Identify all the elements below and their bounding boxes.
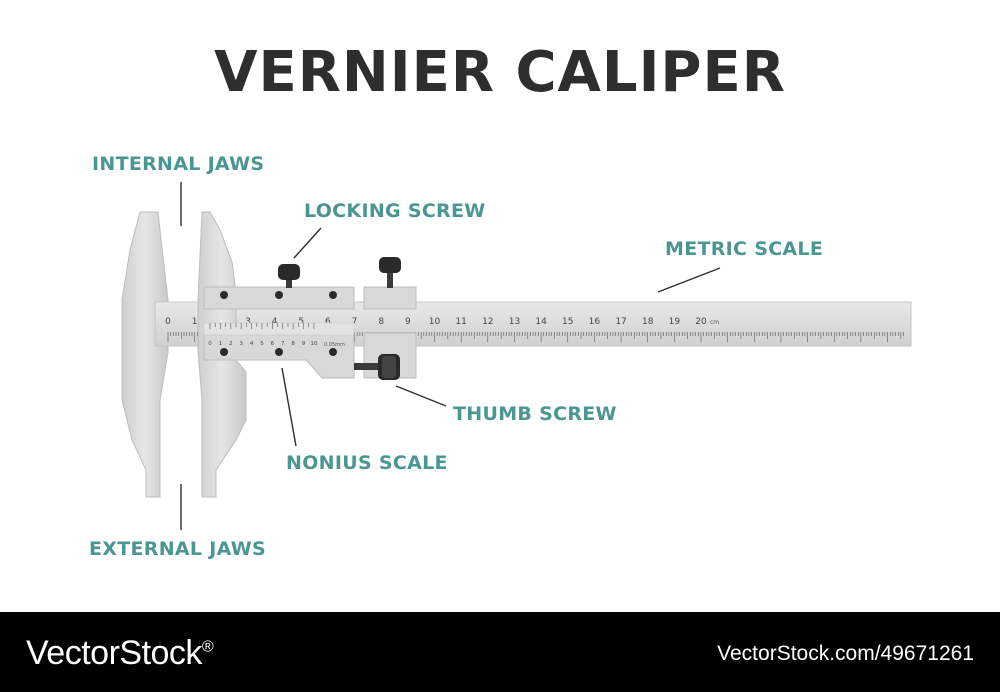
vernier-number: 3 (239, 341, 243, 347)
main-scale-number: 11 (455, 317, 466, 327)
label-thumb-screw: THUMB SCREW (453, 403, 617, 425)
vernier-number: 2 (229, 341, 233, 347)
label-external-jaws: EXTERNAL JAWS (89, 538, 266, 560)
vernier-number: 5 (260, 341, 264, 347)
main-scale-unit: cm (710, 319, 719, 326)
caliper-drawing: 01234567891011121314151617181920 cm 0123… (121, 182, 912, 530)
main-scale-number: 3 (245, 317, 251, 327)
main-scale-numbers: 01234567891011121314151617181920 (165, 317, 707, 327)
label-locking-screw: LOCKING SCREW (304, 200, 486, 222)
vernier-scale-ticks (209, 323, 315, 329)
main-scale-number: 8 (378, 317, 384, 327)
leader-lines (180, 182, 721, 530)
label-metric-scale: METRIC SCALE (665, 238, 824, 260)
vernier-number: 7 (281, 341, 285, 347)
main-scale-number: 0 (165, 317, 171, 327)
main-scale-number: 1 (192, 317, 198, 327)
vernier-number: 9 (302, 341, 306, 347)
main-scale-number: 10 (429, 317, 441, 327)
fine-adjust-block (363, 286, 417, 310)
vernier-number: 8 (291, 341, 295, 347)
label-nonius-scale: NONIUS SCALE (286, 452, 448, 474)
main-scale-number: 15 (562, 317, 573, 327)
main-scale-number: 19 (669, 317, 681, 327)
brand-name: VectorStock (26, 634, 202, 672)
vernier-precision: 0.05mm (324, 342, 345, 348)
image-id: VectorStock.com/49671261 (717, 642, 974, 665)
locking-screw[interactable] (278, 264, 300, 288)
brand-mark: ® (201, 638, 214, 656)
slider-rivets (220, 291, 337, 356)
main-scale-number: 6 (325, 317, 331, 327)
vernier-number: 0 (208, 341, 212, 347)
main-scale-number: 17 (615, 317, 626, 327)
main-scale-number: 4 (272, 317, 278, 327)
brand-logo: VectorStock® (26, 634, 214, 673)
thumb-screw[interactable] (354, 354, 400, 380)
diagram-stage: VERNIER CALIPER 012345678910111213141516… (89, 40, 912, 560)
main-scale-number: 7 (352, 317, 358, 327)
main-scale-number: 12 (482, 317, 493, 327)
fine-lock-screw[interactable] (379, 257, 401, 288)
fixed-jaw (121, 211, 169, 498)
vernier-number: 6 (271, 341, 275, 347)
main-scale-number: 5 (298, 317, 304, 327)
footer-bar: VectorStock® VectorStock.com/49671261 (0, 612, 1000, 692)
main-scale-number: 9 (405, 317, 411, 327)
main-scale-number: 18 (642, 317, 654, 327)
diagram-title: VERNIER CALIPER (214, 40, 786, 105)
vernier-number: 1 (219, 341, 223, 347)
main-scale-number: 13 (509, 317, 520, 327)
main-scale-number: 16 (589, 317, 601, 327)
vernier-number: 4 (250, 341, 254, 347)
vernier-number: 10 (310, 341, 317, 347)
main-scale-number: 14 (535, 317, 547, 327)
vernier-plate (203, 322, 355, 336)
main-scale-number: 20 (695, 317, 707, 327)
label-internal-jaws: INTERNAL JAWS (92, 153, 265, 175)
